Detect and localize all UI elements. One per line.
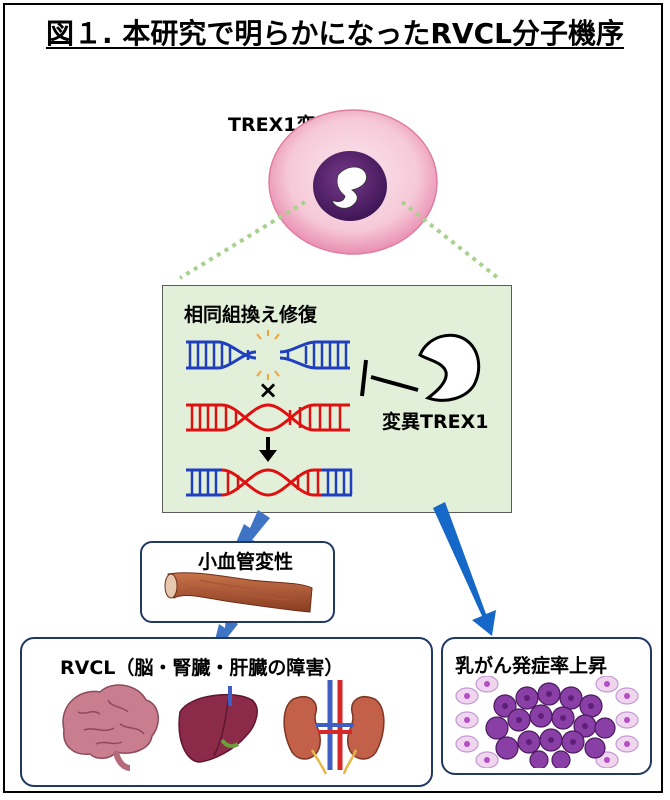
mutant-trex1-label: 変異TREX1 [382, 411, 489, 433]
arrow-to-vessel [235, 510, 270, 545]
brain-icon [62, 684, 159, 771]
arrow-to-cancer [433, 502, 496, 636]
kidney-icon [283, 680, 385, 775]
blood-vessel-icon [164, 572, 313, 613]
liver-icon [178, 686, 258, 763]
vessel-label: 小血管変性 [198, 551, 294, 573]
mutant-trex1-icon [418, 333, 481, 402]
repaired-dna-icon [186, 468, 353, 497]
down-arrow-icon [259, 437, 277, 462]
template-dna-icon [186, 403, 350, 432]
figure-title: 図１. 本研究で明らかになったRVCL分子機序 [45, 17, 624, 50]
cross-symbol: × [258, 376, 278, 404]
rvcl-label: RVCL（脳・腎臓・肝臓の障害） [60, 657, 344, 679]
inhibition-bar-icon [360, 359, 419, 397]
cancer-label: 乳がん発症率上昇 [455, 655, 608, 677]
broken-dna-icon [186, 330, 350, 380]
repair-label: 相同組換え修復 [184, 304, 318, 326]
tumor-cells-icon [455, 676, 639, 768]
breast-cancer-box [441, 637, 652, 775]
